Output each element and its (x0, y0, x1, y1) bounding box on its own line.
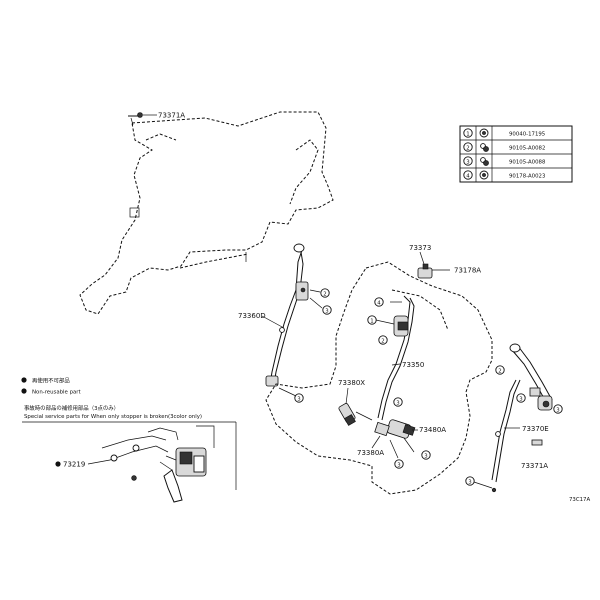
callout-1-center-number: 1 (370, 319, 373, 325)
notes-legend: 再使用不可部品 Non-reusable part 事故時の部品の補修用部品（3… (21, 377, 237, 490)
bullet-icon (55, 461, 61, 467)
note-special-jp: 事故時の部品の補修用部品（3点のみ） (24, 404, 119, 412)
right-belt-assembly (491, 343, 553, 493)
label-73380X: 73380X (338, 379, 365, 387)
fastener-row-3-part: 90105-A0088 (509, 160, 546, 166)
fastener-table: 1 90040-17195 2 90105-A0082 3 90105-A008… (459, 125, 573, 183)
buckle-assembly (338, 403, 416, 459)
callout-4-center (374, 297, 384, 307)
left-belt-assembly (265, 243, 323, 387)
quarter-trim-panel (79, 111, 334, 315)
fastener-row-1: 1 90040-17195 (463, 128, 545, 138)
note-special-en: Special service parts for When only stop… (24, 414, 202, 420)
fastener-row-3-number: 3 (466, 159, 469, 165)
note-nonreusable-en: Non-reusable part (32, 390, 81, 396)
label-73373: 73373 (409, 244, 431, 252)
callout-3-buckle-c (394, 459, 404, 469)
callout-3-left-a (322, 305, 332, 315)
callout-2-left-a-number: 2 (323, 292, 326, 298)
callout-3-left-a-number: 3 (325, 309, 328, 315)
clip-73371A-top (128, 112, 157, 126)
callout-2-left-a (320, 288, 330, 298)
callout-3-right-b-number: 3 (556, 408, 559, 414)
callout-2-center (378, 335, 388, 345)
fastener-row-2: 2 90105-A0082 (463, 142, 545, 152)
figure-code: 73C17A (569, 497, 590, 503)
label-73370E: 73370E (522, 425, 549, 433)
fastener-row-3: 3 90105-A0088 (463, 156, 546, 166)
callout-2-right (495, 365, 505, 375)
fastener-row-2-part: 90105-A0082 (509, 146, 545, 152)
stopper-parts-sketch (101, 425, 215, 503)
callout-3-lower-left-number: 3 (297, 397, 300, 403)
callout-2-right-number: 2 (498, 369, 501, 375)
note-nonreusable-jp: 再使用不可部品 (32, 377, 70, 385)
fastener-row-4-number: 4 (466, 173, 470, 179)
callout-3-right-c-number: 3 (468, 480, 471, 486)
label-73380A: 73380A (357, 449, 384, 457)
callout-3-lower-left (294, 393, 304, 403)
fastener-row-2-number: 2 (466, 145, 469, 151)
label-73480A: 73480A (419, 426, 446, 434)
fastener-row-1-number: 1 (466, 131, 469, 137)
bullet-icon (21, 388, 27, 394)
callout-3-buckle-a-number: 3 (396, 401, 399, 407)
rear-seatback-outline (265, 261, 493, 495)
callout-3-right-b (553, 404, 563, 414)
callout-3-buckle-a (393, 397, 403, 407)
callout-3-buckle-b (421, 450, 431, 460)
callout-2-center-number: 2 (381, 339, 384, 345)
center-belt-assembly (377, 263, 450, 421)
label-73178A: 73178A (454, 267, 481, 275)
label-73219: 73219 (63, 461, 85, 469)
fastener-row-1-part: 90040-17195 (509, 132, 545, 138)
fastener-row-4: 4 90178-A0023 (463, 170, 545, 180)
callout-3-buckle-b-number: 3 (424, 454, 427, 460)
callout-3-buckle-c-number: 3 (397, 463, 400, 469)
fastener-row-4-part: 90178-A0023 (509, 174, 545, 180)
label-73371A-top: 73371A (158, 112, 185, 120)
callout-3-right-a-number: 3 (519, 397, 522, 403)
label-73371A-bottom: 73371A (521, 462, 548, 470)
callout-4-center-number: 4 (377, 301, 381, 307)
callout-3-right-c (465, 476, 475, 486)
bullet-icon (21, 377, 27, 383)
label-73350: 73350 (402, 361, 424, 369)
callout-3-right-a (516, 393, 526, 403)
label-73360D: 73360D (238, 312, 266, 320)
